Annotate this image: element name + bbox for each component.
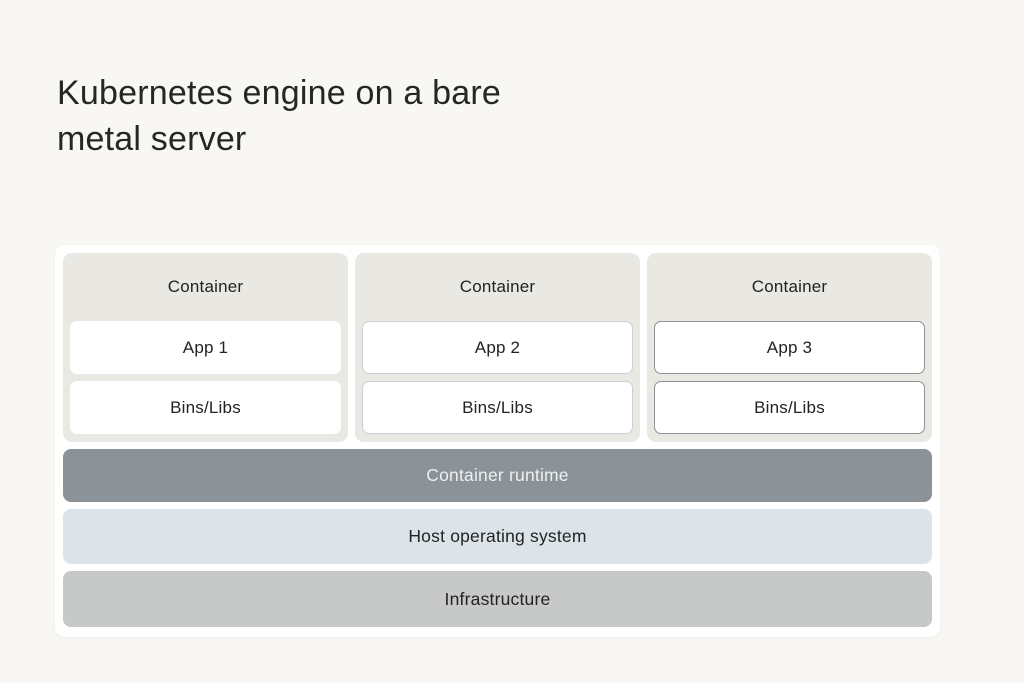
app-1-box: App 1 [70, 321, 341, 374]
containers-row: Container App 1 Bins/Libs Container App … [63, 253, 932, 442]
layer-host-operating-system: Host operating system [63, 509, 932, 564]
page-title-line-1: Kubernetes engine on a bare [57, 74, 501, 112]
container-card-3: Container App 3 Bins/Libs [647, 253, 932, 442]
container-card-2: Container App 2 Bins/Libs [355, 253, 640, 442]
container-label: Container [459, 277, 536, 296]
layer-container-runtime: Container runtime [63, 449, 932, 502]
container-card-1: Container App 1 Bins/Libs [63, 253, 348, 442]
container-label: Container [167, 277, 244, 296]
bins-libs-box: Bins/Libs [362, 381, 633, 434]
bins-libs-box: Bins/Libs [654, 381, 925, 434]
bins-libs-box: Bins/Libs [70, 381, 341, 434]
page-title-line-2: metal server [57, 120, 247, 158]
layer-infrastructure: Infrastructure [63, 571, 932, 627]
diagram-panel: Container App 1 Bins/Libs Container App … [55, 245, 940, 637]
app-2-box: App 2 [362, 321, 633, 374]
page-title: Kubernetes engine on a bare metal server [57, 70, 501, 162]
container-label: Container [751, 277, 828, 296]
app-3-box: App 3 [654, 321, 925, 374]
